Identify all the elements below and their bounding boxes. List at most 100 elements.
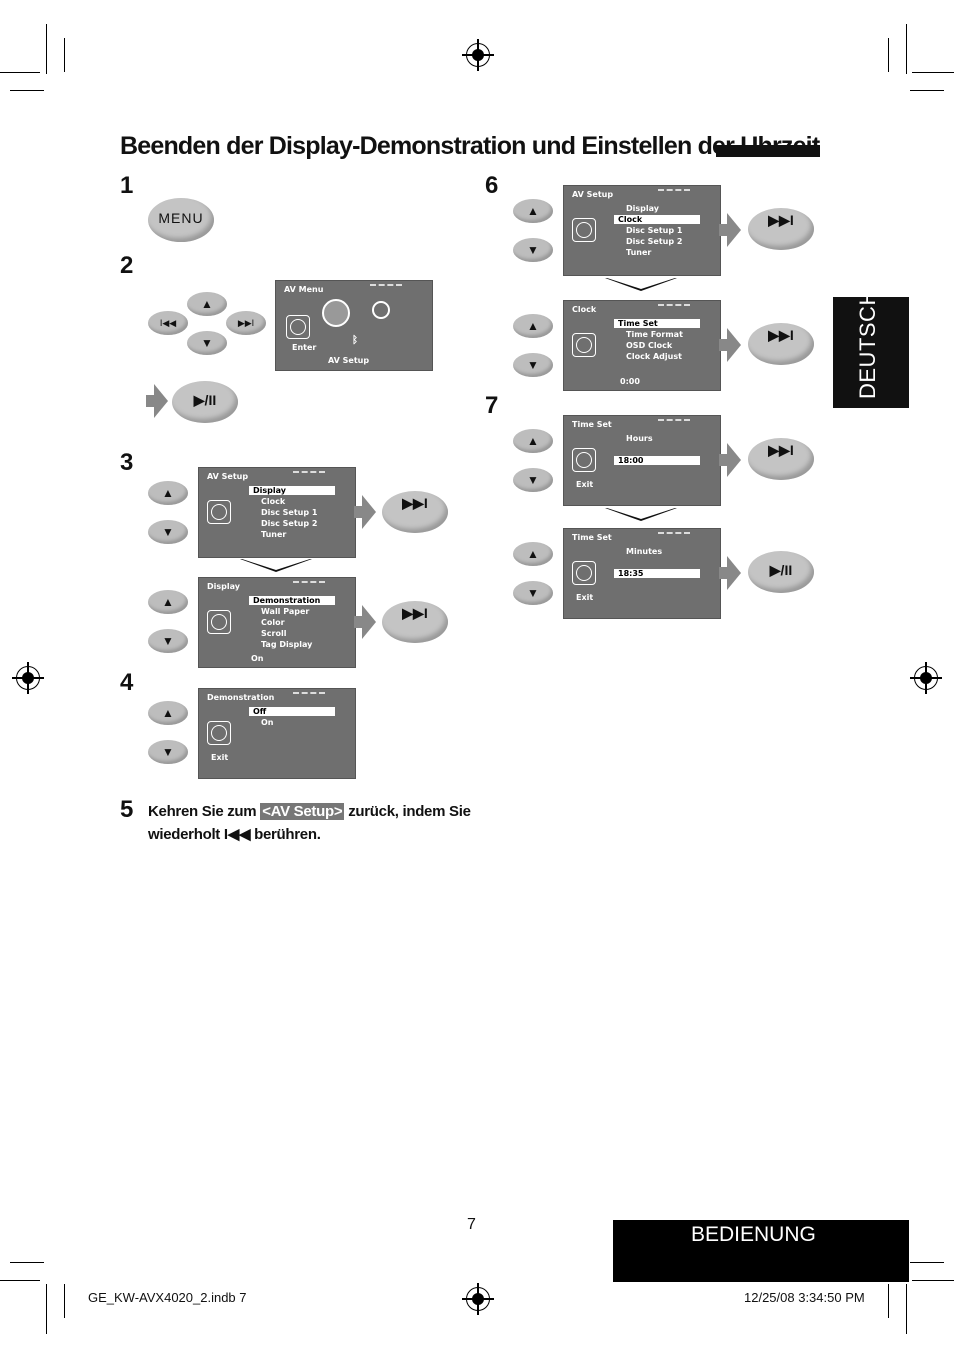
screen-header: AV Setup — [207, 472, 249, 481]
screen-dash — [293, 581, 325, 585]
menu-item: OSD Clock — [626, 341, 673, 350]
step-number: 3 — [120, 449, 134, 476]
play-pause-button[interactable]: ▶/II — [748, 551, 814, 593]
registration-mark-icon — [12, 662, 44, 694]
down-button[interactable]: ▼ — [513, 238, 553, 262]
language-tab: DEUTSCH — [833, 289, 909, 408]
time-value: 18:35 — [614, 569, 700, 578]
av-setup-highlight: <AV Setup> — [260, 803, 345, 820]
down-button[interactable]: ▼ — [148, 740, 188, 764]
dial-icon — [207, 500, 231, 524]
menu-item: Disc Setup 2 — [626, 237, 683, 246]
menu-button-label: MENU — [158, 210, 204, 226]
step-number: 5 — [120, 796, 134, 823]
down-button[interactable]: ▼ — [513, 353, 553, 377]
up-button[interactable]: ▲ — [513, 429, 553, 453]
next-button[interactable]: ▶▶I — [748, 438, 814, 480]
crop-mark — [10, 1262, 44, 1263]
dial-icon — [572, 333, 596, 357]
av-setup-gear-icon — [322, 299, 350, 327]
crop-mark — [906, 1284, 907, 1334]
crop-mark — [888, 38, 889, 72]
up-button[interactable]: ▲ — [148, 481, 188, 505]
screen-dash — [293, 692, 325, 696]
menu-item: Scroll — [261, 629, 287, 638]
arrow-icon — [719, 328, 741, 362]
time-sublabel: Hours — [626, 434, 653, 443]
step-number: 6 — [485, 172, 499, 199]
menu-item: Disc Setup 1 — [626, 226, 683, 235]
av-menu-label: AV Setup — [328, 356, 370, 365]
exit-label: Exit — [576, 593, 594, 602]
down-button[interactable]: ▼ — [148, 520, 188, 544]
next-button[interactable]: ▶▶I — [382, 601, 448, 643]
screen-dash — [370, 284, 402, 288]
next-button[interactable]: ▶▶I — [748, 208, 814, 250]
registration-mark-icon — [910, 662, 942, 694]
time-set-minutes-screen: Time Set Minutes 18:35 Exit — [563, 528, 721, 619]
menu-item: Tuner — [261, 530, 287, 539]
section-label-box: BEDIENUNG — [613, 1220, 909, 1282]
crop-mark — [46, 1284, 47, 1334]
step-number: 7 — [485, 392, 499, 419]
next-button[interactable]: ▶▶I — [382, 491, 448, 533]
arrow-icon — [354, 605, 376, 639]
screen-dash — [658, 532, 690, 536]
arrow-icon — [146, 384, 168, 418]
down-button[interactable]: ▼ — [513, 581, 553, 605]
step-number: 4 — [120, 669, 134, 696]
play-pause-button[interactable]: ▶/II — [172, 381, 238, 423]
crop-mark — [10, 90, 44, 91]
menu-item: Clock — [261, 497, 286, 506]
menu-item: On — [261, 718, 274, 727]
down-button[interactable]: ▼ — [187, 331, 227, 355]
menu-item: Tag Display — [261, 640, 313, 649]
down-button[interactable]: ▼ — [148, 629, 188, 653]
menu-item: Demonstration — [249, 596, 335, 605]
enter-label: Enter — [292, 343, 317, 352]
flow-arrow-icon — [605, 508, 677, 521]
menu-item: Time Set — [614, 319, 700, 328]
dial-icon — [572, 561, 596, 585]
time-value: 18:00 — [614, 456, 700, 465]
menu-button[interactable]: MENU — [148, 198, 214, 242]
registration-mark-icon — [462, 1283, 494, 1315]
screen-footer: On — [251, 654, 264, 663]
step5-text: Kehren Sie zum <AV Setup> zurück, indem … — [148, 800, 471, 846]
up-button[interactable]: ▲ — [513, 542, 553, 566]
menu-item: Display — [249, 486, 335, 495]
menu-item: Wall Paper — [261, 607, 310, 616]
next-button[interactable]: ▶▶I — [748, 323, 814, 365]
page-number: 7 — [467, 1216, 476, 1233]
down-button[interactable]: ▼ — [513, 468, 553, 492]
up-button[interactable]: ▲ — [513, 314, 553, 338]
up-button[interactable]: ▲ — [148, 590, 188, 614]
up-button[interactable]: ▲ — [148, 701, 188, 725]
screen-dash — [658, 304, 690, 308]
av-setup-screen: AV Setup Display Clock Disc Setup 1 Disc… — [563, 185, 721, 276]
av-menu-screen: AV Menu Enter ᛒ AV Setup — [275, 280, 433, 371]
title-bar — [716, 145, 820, 157]
footer-timestamp: 12/25/08 3:34:50 PM — [744, 1290, 865, 1305]
dial-icon — [207, 721, 231, 745]
up-button[interactable]: ▲ — [513, 199, 553, 223]
step-number: 2 — [120, 252, 134, 279]
crop-mark — [906, 24, 907, 74]
crop-mark — [888, 1284, 889, 1318]
screen-header: Display — [207, 582, 240, 591]
bluetooth-icon: ᛒ — [352, 335, 358, 346]
next-button[interactable]: ▶▶I — [226, 311, 266, 335]
menu-item: Disc Setup 2 — [261, 519, 318, 528]
crop-mark — [912, 1280, 954, 1281]
prev-button[interactable]: I◀◀ — [148, 311, 188, 335]
up-button[interactable]: ▲ — [187, 292, 227, 316]
av-setup-screen: AV Setup Display Clock Disc Setup 1 Disc… — [198, 467, 356, 558]
footer-file: GE_KW-AVX4020_2.indb 7 — [88, 1290, 247, 1305]
arrow-icon — [354, 495, 376, 529]
crop-mark — [910, 90, 944, 91]
screen-header: AV Menu — [284, 285, 324, 294]
page-title: Beenden der Display-Demonstration und Ei… — [120, 132, 820, 160]
arrow-icon — [719, 213, 741, 247]
menu-item: Time Format — [626, 330, 683, 339]
dial-icon — [572, 448, 596, 472]
